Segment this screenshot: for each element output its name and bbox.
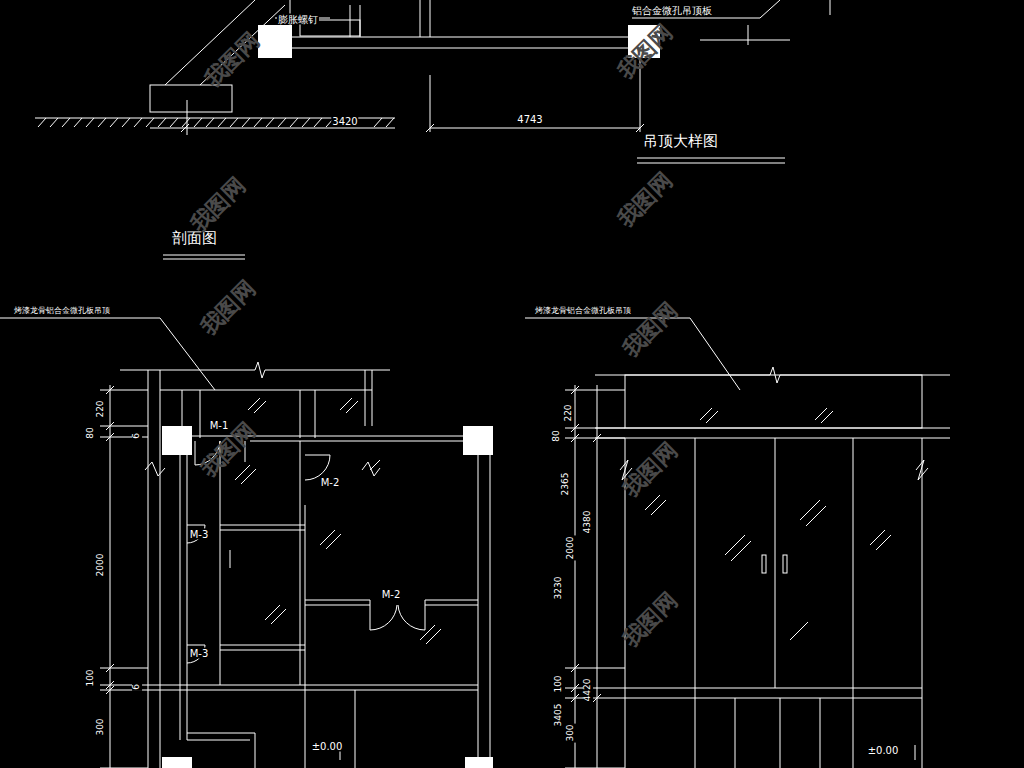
door-tag: M-3	[189, 648, 210, 659]
dimension: 300	[96, 717, 106, 736]
door-tag: M-2	[320, 477, 341, 488]
door-tag: M-2	[381, 589, 402, 600]
watermark: 我图网	[617, 437, 682, 502]
part-label: 烤漆龙骨铝合金微孔板吊顶	[534, 307, 632, 316]
door-tag: M-3	[189, 529, 210, 540]
dimension: 4420	[583, 678, 593, 703]
dimension: 2000	[566, 536, 576, 561]
dimension: 220	[564, 403, 574, 422]
dimension: 4743	[516, 114, 543, 125]
view-title: 剖面图	[171, 230, 218, 247]
dimension: 6	[132, 683, 142, 691]
dimension: 100	[86, 668, 96, 687]
part-label: 铝合金微孔吊顶板	[631, 5, 713, 16]
watermark: 我图网	[617, 587, 682, 652]
watermark: 我图网	[185, 172, 250, 237]
watermark: 我图网	[612, 167, 677, 232]
dimension: 4380	[583, 510, 593, 535]
part-label: 烤漆龙骨铝合金微孔板吊顶	[13, 307, 111, 316]
dimension: 3405	[554, 703, 564, 728]
dimension: 220	[96, 399, 106, 418]
watermark: 我图网	[195, 275, 260, 340]
dimension: 2365	[561, 472, 571, 497]
dimension: 3420	[331, 116, 358, 127]
elevation-mark: ±0.00	[311, 741, 344, 752]
elevation-mark: ±0.00	[867, 745, 900, 756]
dimension: 80	[552, 429, 562, 442]
dimension: 2000	[96, 553, 106, 578]
dimension: 3230	[554, 576, 564, 601]
door-tag: M-1	[209, 420, 230, 431]
dimension: 80	[86, 426, 96, 439]
view-title: 吊顶大样图	[642, 133, 719, 150]
part-label: 膨胀螺钉	[277, 14, 319, 25]
dimension: 100	[554, 674, 564, 693]
watermark: 我图网	[199, 27, 264, 92]
dimension: 300	[566, 723, 576, 742]
dimension: 6	[132, 432, 142, 440]
